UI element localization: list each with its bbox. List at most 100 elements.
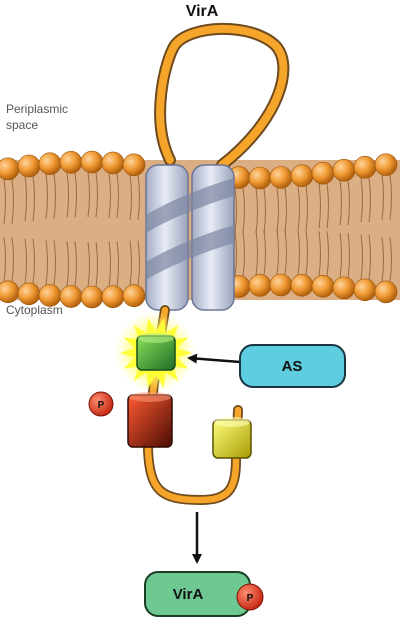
- lipid-tail-bottom: [234, 231, 237, 277]
- as-signal-box: AS: [239, 344, 346, 388]
- lipid-tail-bottom: [297, 230, 300, 276]
- lipid-tail-top: [45, 173, 48, 219]
- lipid-tails: [3, 171, 392, 288]
- lipid-head-bottom: [290, 274, 314, 297]
- signal-arrow: [187, 353, 241, 364]
- red-domain: [127, 392, 173, 448]
- lipid-tail-top: [108, 172, 111, 218]
- lipid-tail-bottom: [11, 236, 14, 282]
- lipid-head-bottom: [248, 274, 272, 297]
- lipid-tail-bottom: [255, 230, 258, 276]
- lipid-head-bottom: [59, 285, 83, 308]
- lipid-tail-bottom: [108, 241, 111, 287]
- lipid-head-bottom: [101, 285, 125, 309]
- lipid-tail-top: [284, 187, 287, 233]
- lipid-tail-top: [263, 187, 266, 234]
- lipid-head-bottom: [374, 280, 398, 304]
- lipid-tail-bottom: [347, 232, 350, 278]
- lipid-tail-top: [234, 187, 237, 233]
- cytoplasm-label: Cytoplasm: [6, 303, 63, 317]
- lipid-tail-top: [297, 185, 300, 231]
- lipid-head-bottom: [122, 284, 146, 308]
- lipid-tail-bottom: [284, 229, 287, 276]
- vira-product-box: VirA: [144, 571, 251, 617]
- lipid-tail-bottom: [318, 231, 321, 277]
- lipid-head-bottom: [269, 273, 293, 297]
- lipid-tail-top: [95, 171, 98, 218]
- diagram-title: VirA: [186, 3, 219, 20]
- lipid-head-top: [80, 150, 104, 174]
- lipid-tail-bottom: [326, 231, 329, 277]
- protein-strand-loop: [154, 22, 290, 171]
- lipid-tail-top: [305, 185, 308, 231]
- lipid-head-top: [248, 166, 272, 190]
- lipid-tail-top: [318, 183, 321, 229]
- lipid-head-top: [353, 155, 377, 179]
- lipid-head-top: [17, 154, 41, 178]
- lipid-tail-top: [368, 177, 371, 223]
- lipid-head-bottom: [17, 282, 41, 306]
- lipid-tail-bottom: [45, 240, 48, 286]
- as-label: AS: [282, 358, 303, 375]
- lipid-head-top: [0, 157, 20, 181]
- lipid-tail-top: [24, 175, 27, 222]
- helix-ridge-1: [146, 178, 234, 233]
- lipid-tail-bottom: [137, 240, 140, 286]
- phospho-badge-product: P: [236, 583, 264, 611]
- phospho-badge-top: P: [88, 391, 114, 417]
- lipid-head-bottom: [311, 275, 335, 298]
- lipid-tail-top: [53, 173, 56, 219]
- phospho-label-top: P: [98, 400, 105, 411]
- lipid-tail-bottom: [381, 236, 384, 282]
- lipid-tail-bottom: [24, 238, 27, 284]
- lipid-tail-bottom: [3, 236, 6, 282]
- lipid-heads: [0, 150, 398, 309]
- lipid-head-top: [38, 152, 62, 175]
- lipid-head-top: [374, 153, 398, 176]
- lipid-head-bottom: [0, 280, 20, 304]
- lipid-tail-top: [389, 174, 392, 220]
- helix-left: [145, 164, 189, 311]
- lipid-tail-bottom: [116, 241, 119, 287]
- protein-strand-cytoplasmic-fill: [144, 306, 242, 504]
- lipid-tail-top: [32, 175, 35, 222]
- lipid-tail-bottom: [360, 234, 363, 280]
- lipid-tail-bottom: [74, 241, 77, 287]
- lipid-tail-bottom: [242, 231, 245, 277]
- periplasmic-label-line1: Periplasmic: [6, 102, 68, 116]
- helix-ridge-2: [146, 225, 234, 280]
- lipid-tail-top: [381, 174, 384, 220]
- lipid-tail-top: [255, 187, 258, 234]
- lipid-tail-top: [11, 178, 14, 224]
- lipid-head-bottom: [353, 278, 377, 302]
- lipid-tail-top: [276, 187, 279, 233]
- yellow-domain: [212, 417, 252, 459]
- lipid-tail-top: [87, 171, 90, 218]
- lipid-tail-bottom: [368, 234, 371, 280]
- lipid-head-top: [311, 161, 335, 185]
- lipid-head-top: [122, 153, 146, 177]
- lipid-head-top: [101, 151, 125, 175]
- transmembrane-helices: [145, 164, 235, 311]
- periplasmic-label-line2: space: [6, 118, 38, 132]
- vira-product-label: VirA: [173, 586, 204, 603]
- lipid-tail-bottom: [305, 230, 308, 276]
- lipid-tail-top: [339, 180, 342, 226]
- lipid-tail-top: [74, 172, 77, 218]
- lipid-head-top: [332, 158, 356, 182]
- lipid-tail-bottom: [129, 240, 132, 286]
- lipid-head-top: [59, 151, 83, 174]
- lipid-head-top: [290, 164, 314, 187]
- lipid-tail-top: [66, 172, 69, 218]
- lipid-tail-top: [116, 172, 119, 218]
- lipid-tail-bottom: [53, 240, 56, 286]
- lipid-tail-bottom: [87, 241, 90, 288]
- lipid-tail-bottom: [263, 230, 266, 276]
- lipid-tail-top: [129, 174, 132, 220]
- lipid-tail-bottom: [339, 232, 342, 278]
- lipid-tail-bottom: [32, 238, 35, 284]
- lipid-head-bottom: [332, 276, 356, 300]
- lipid-head-bottom: [80, 285, 104, 309]
